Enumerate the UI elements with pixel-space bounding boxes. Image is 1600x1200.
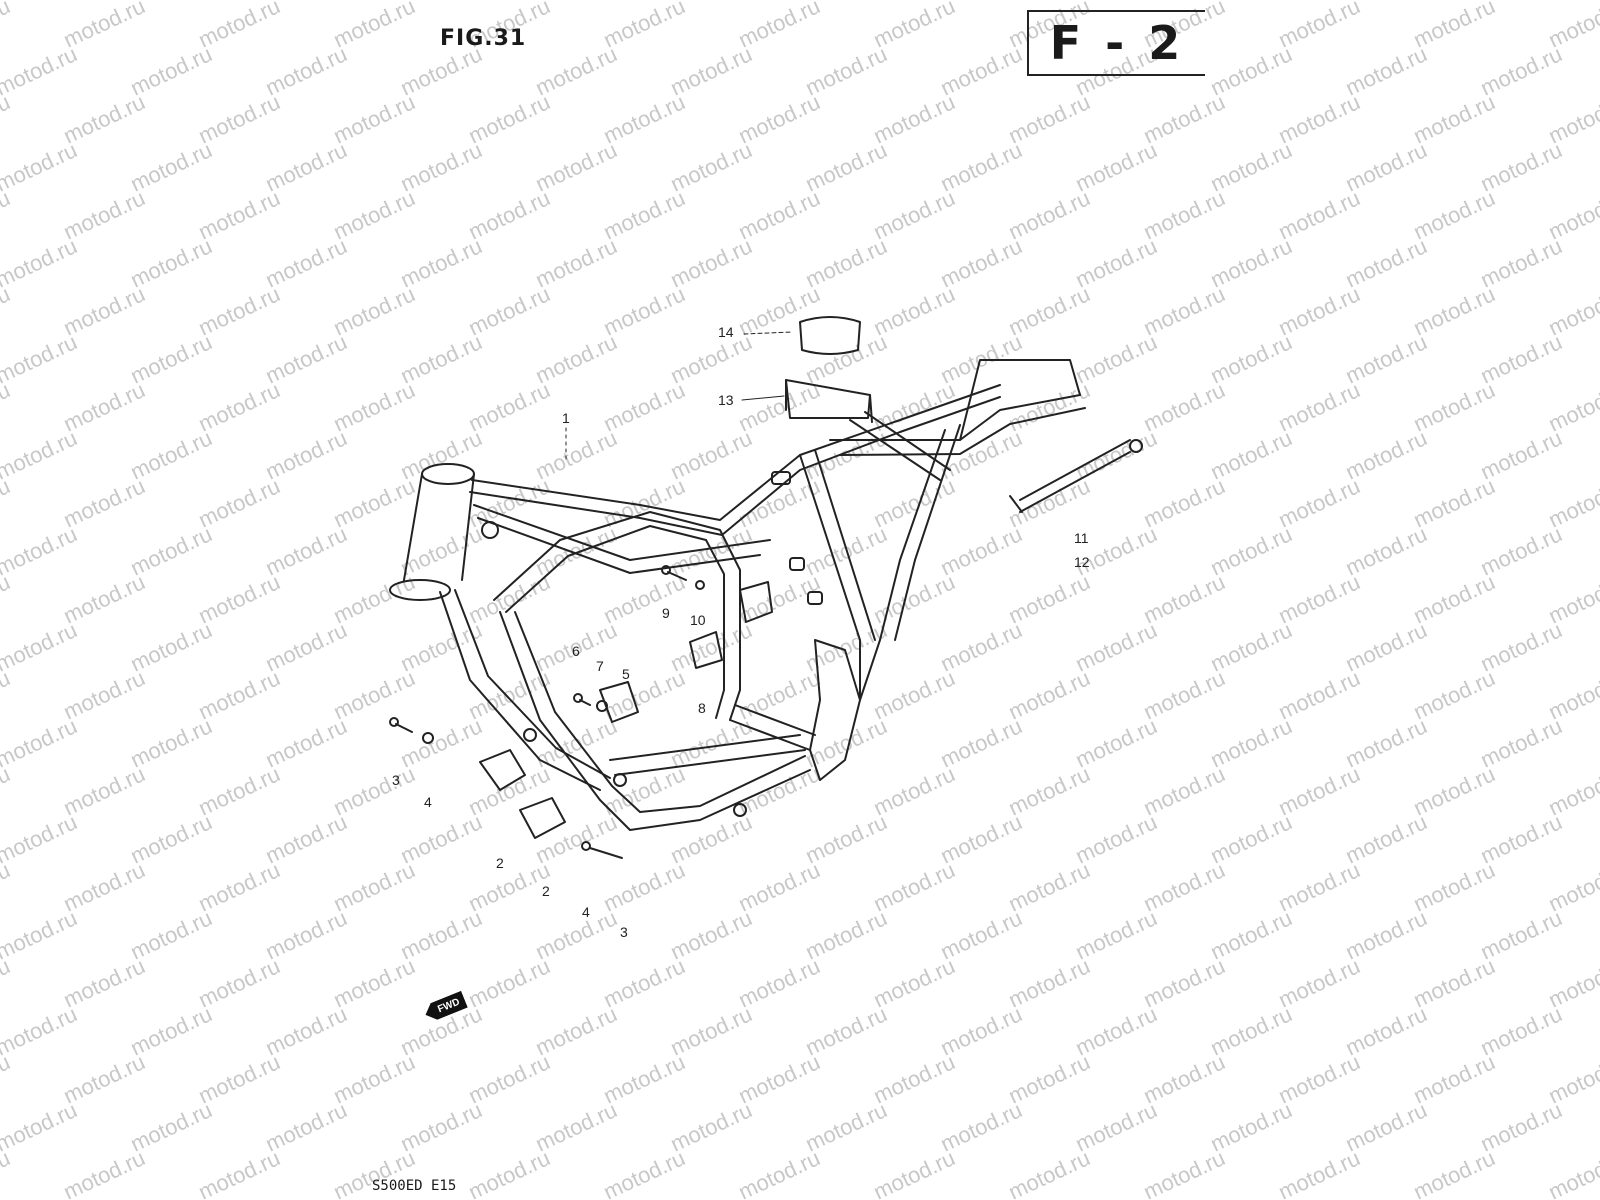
main-frame-tubes [439, 359, 1086, 831]
callout-8: 8 [698, 700, 706, 716]
callout-2: 2 [496, 855, 504, 871]
tank-mounts [481, 471, 823, 817]
leader-lines [565, 331, 793, 461]
callout-11: 11 [1074, 530, 1089, 546]
callout-6: 6 [572, 643, 580, 659]
figure-number: FIG.31 [440, 26, 527, 51]
callout-1: 1 [562, 410, 570, 426]
callout-10: 10 [690, 612, 706, 628]
engine-mount-plate [479, 581, 773, 839]
model-code: S500ED E15 [372, 1178, 457, 1194]
steering-head [389, 463, 475, 601]
callout-7: 7 [596, 658, 604, 674]
callout-2: 2 [542, 883, 550, 899]
callout-14: 14 [718, 324, 734, 340]
callout-4: 4 [424, 794, 432, 810]
section-code: F - 2 [1027, 10, 1205, 76]
callout-3: 3 [392, 772, 400, 788]
rear-brace [1009, 439, 1143, 513]
battery-case [785, 316, 873, 423]
callout-12: 12 [1074, 554, 1090, 570]
bolts [389, 565, 705, 859]
callout-4: 4 [582, 904, 590, 920]
callout-13: 13 [718, 392, 734, 408]
callout-5: 5 [622, 666, 630, 682]
callout-3: 3 [620, 924, 628, 940]
callout-9: 9 [662, 605, 670, 621]
